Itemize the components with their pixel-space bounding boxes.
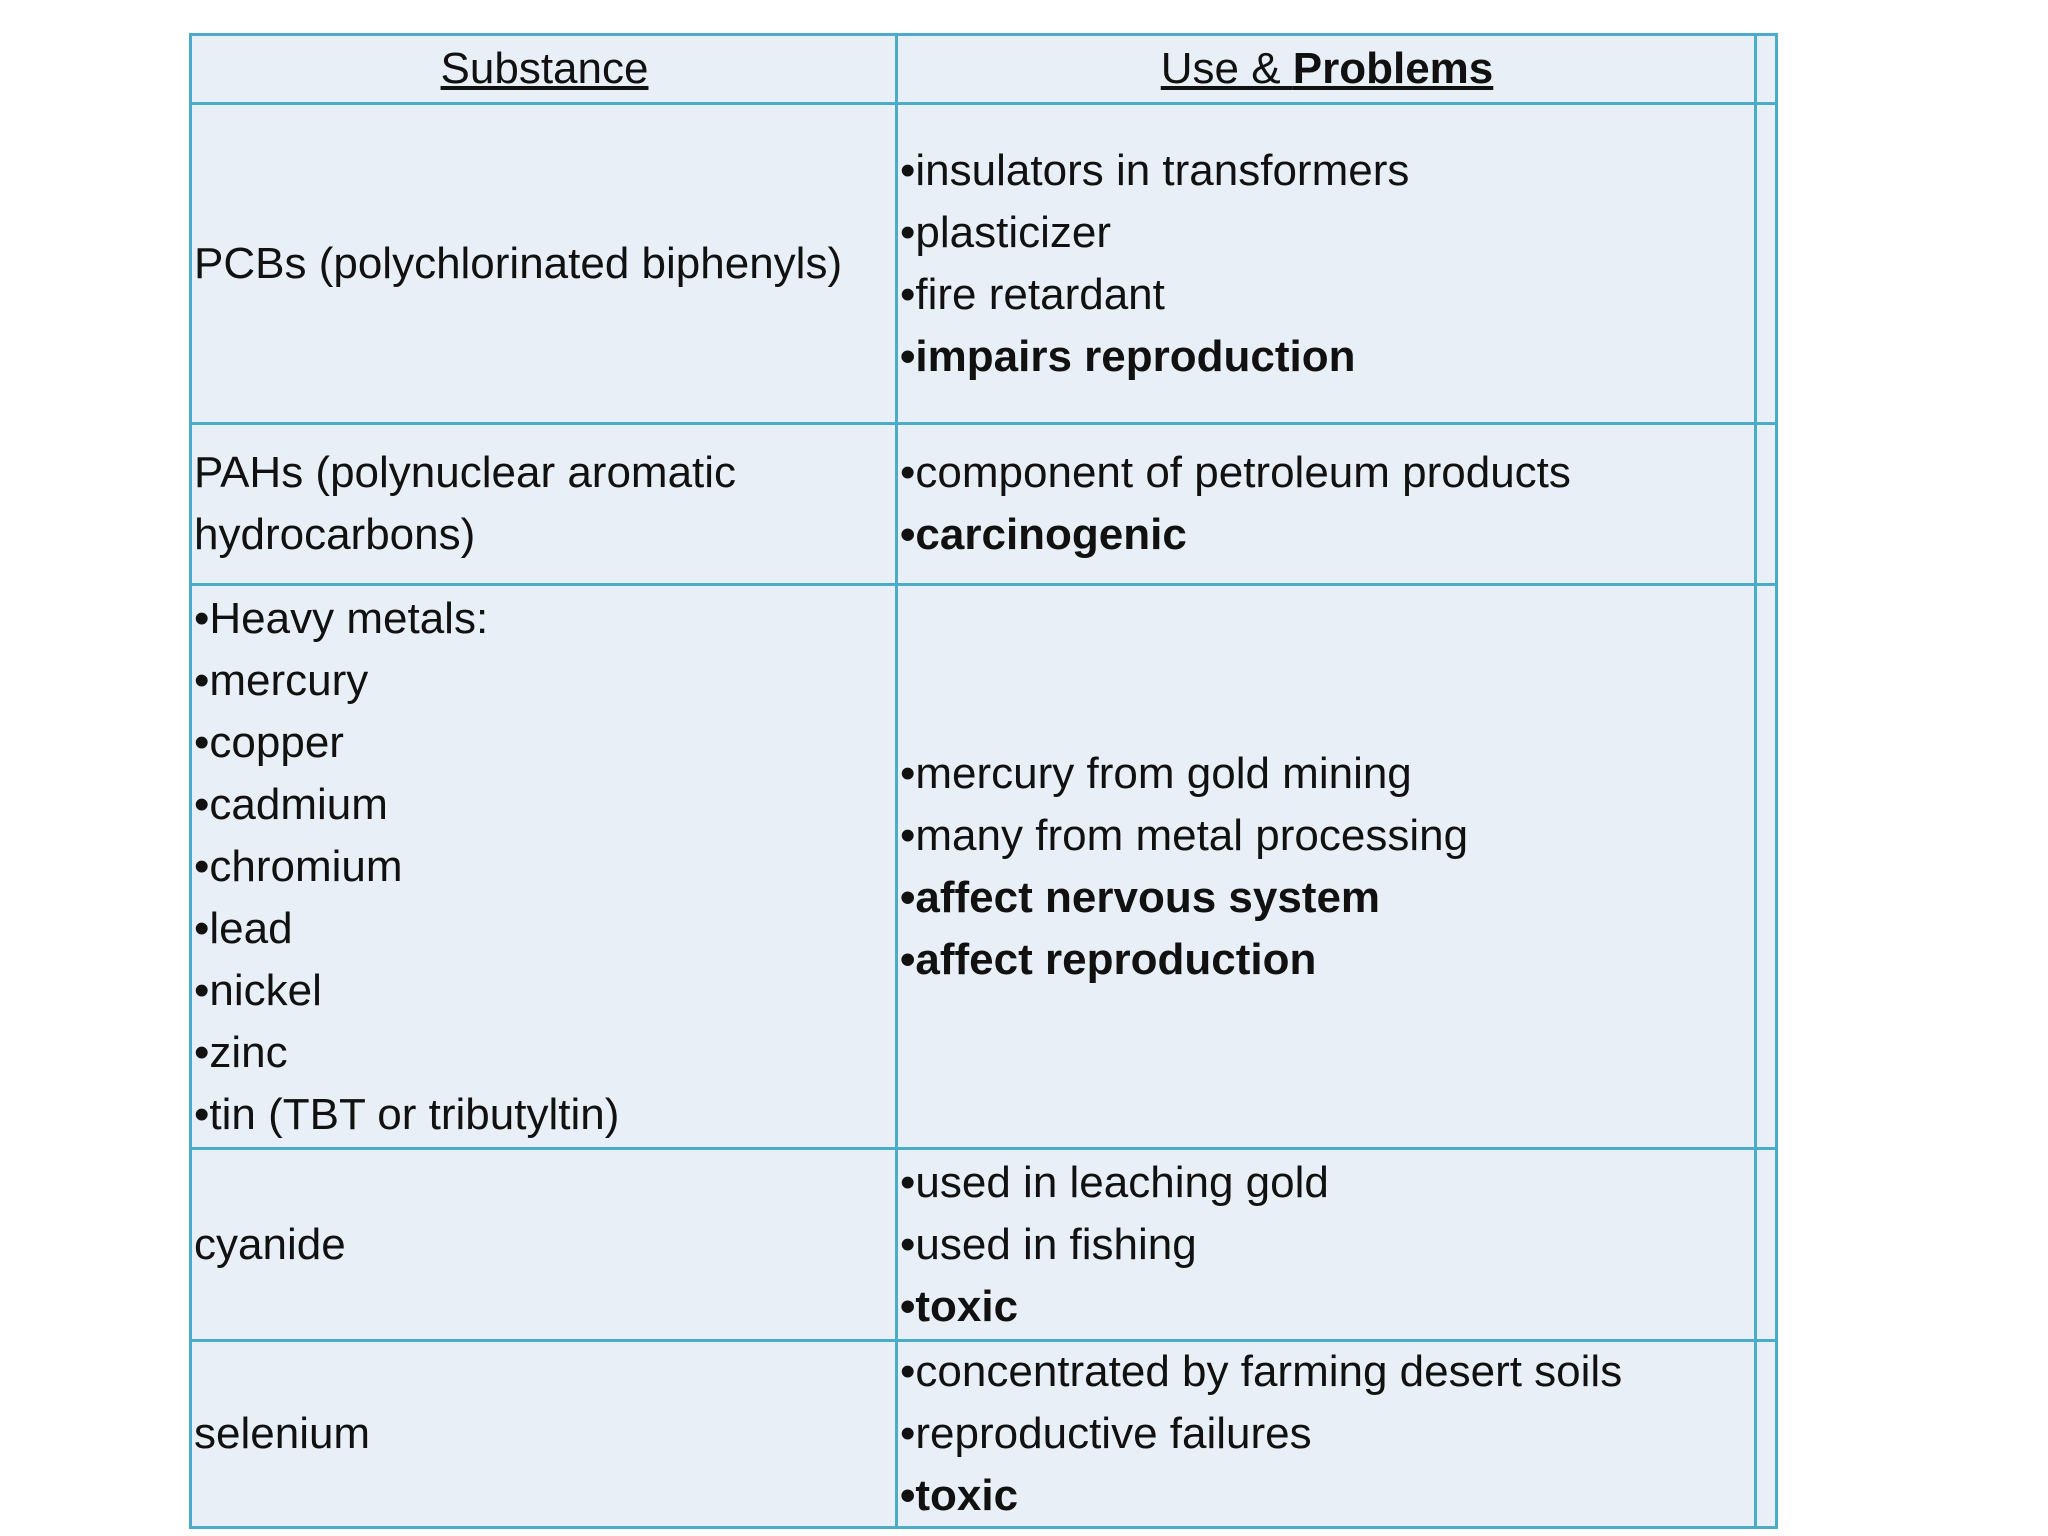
substance-line: •cadmium [194,779,388,829]
header-use-cell: Use & Problems [898,36,1757,102]
substance-line: •mercury [194,655,369,705]
problem-line: •affect nervous system [900,872,1381,922]
problem-line: •toxic [900,1471,1019,1520]
problem-line: •carcinogenic [900,510,1187,559]
header-substance: Substance [440,44,649,93]
problem-line: •toxic [900,1281,1019,1331]
table-header-row: Substance Use & Problems [192,36,1775,102]
substance-line: •zinc [194,1027,288,1077]
substance-table: Substance Use & Problems PCBs (polychlor… [189,33,1778,1529]
problem-line: •impairs reproduction [900,331,1356,381]
table-row: PAHs (polynuclear aromatic hydrocarbons)… [192,422,1775,583]
use-line: •insulators in transformers [900,145,1410,195]
substance-line: •tin (TBT or tributyltin) [194,1089,620,1139]
substance-cell: cyanide [192,1150,898,1339]
use-line: •fire retardant [900,269,1165,319]
substance-line: PAHs (polynuclear aromatic [194,448,737,497]
use-line: •component of petroleum products [900,448,1571,497]
use-line: •used in leaching gold [900,1157,1329,1207]
substance-line: •chromium [194,841,403,891]
table-row: cyanide •used in leaching gold •used in … [192,1147,1775,1339]
substance-line: cyanide [194,1219,346,1269]
substance-cell: selenium [192,1342,898,1526]
header-use-bold: Problems [1292,44,1494,93]
substance-cell: PCBs (polychlorinated biphenyls) [192,105,898,422]
substance-cell: PAHs (polynuclear aromatic hydrocarbons) [192,425,898,583]
use-line: •mercury from gold mining [900,748,1412,798]
table-row: PCBs (polychlorinated biphenyls) •insula… [192,102,1775,422]
substance-line: •nickel [194,965,322,1015]
use-line: •concentrated by farming desert soils [900,1347,1623,1396]
header-use-problems: Use & Problems [900,38,1754,100]
substance-line: hydrocarbons) [194,510,476,559]
substance-cell: •Heavy metals: •mercury •copper •cadmium… [192,586,898,1147]
substance-line: selenium [194,1409,371,1458]
use-line: •many from metal processing [900,810,1469,860]
use-cell: •mercury from gold mining •many from met… [898,586,1757,1147]
use-cell: •component of petroleum products •carcin… [898,425,1757,583]
use-line: •plasticizer [900,207,1112,257]
substance-line: •copper [194,717,344,767]
use-line: •used in fishing [900,1219,1197,1269]
use-line: •reproductive failures [900,1409,1312,1458]
use-cell: •used in leaching gold •used in fishing … [898,1150,1757,1339]
table-row: selenium •concentrated by farming desert… [192,1339,1775,1526]
problem-line: •affect reproduction [900,934,1317,984]
header-use-prefix: Use & [1160,44,1293,93]
substance-line: •lead [194,903,293,953]
header-substance-cell: Substance [192,36,898,102]
substance-line: PCBs (polychlorinated biphenyls) [194,238,843,288]
use-cell: •insulators in transformers •plasticizer… [898,105,1757,422]
substance-line: •Heavy metals: [194,593,489,643]
use-cell: •concentrated by farming desert soils •r… [898,1342,1757,1526]
table-row: •Heavy metals: •mercury •copper •cadmium… [192,583,1775,1147]
